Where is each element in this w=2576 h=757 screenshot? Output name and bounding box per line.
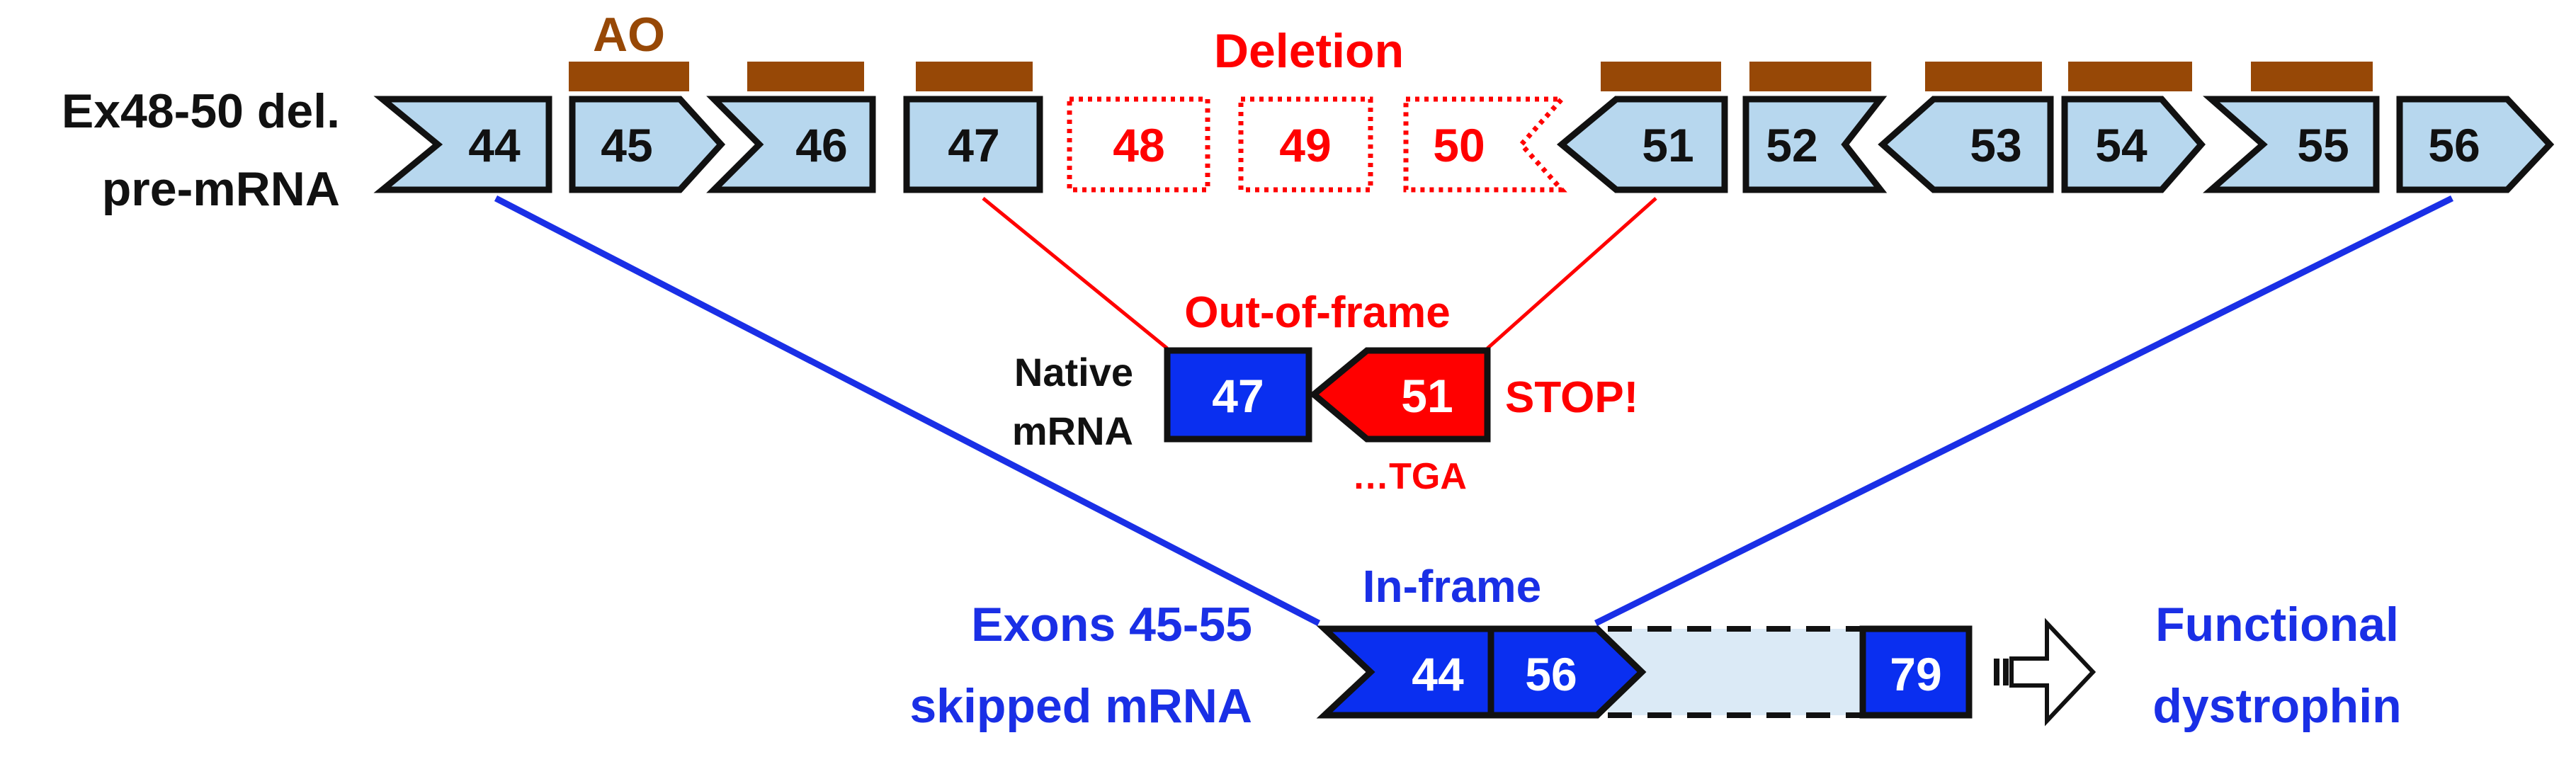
- premrna-label-line1: Ex48-50 del.: [62, 84, 340, 138]
- exon-52-shape: [1742, 96, 1888, 193]
- skipped-label-line1: Exons 45-55: [971, 598, 1252, 651]
- line-51-to-native: [1486, 197, 1657, 350]
- ao-bar-45: [569, 62, 689, 91]
- skipped-exon-79-label: 79: [1890, 648, 1941, 700]
- ao-bar-51: [1601, 62, 1721, 91]
- ao-bar-47: [916, 62, 1033, 91]
- exon-44-shape: [373, 96, 552, 193]
- exon-47-shape: [903, 96, 1043, 193]
- exon-53-shape: [1878, 96, 2054, 193]
- arrow-tail-bar-1: [1994, 659, 1999, 685]
- arrow-body: [2009, 617, 2096, 727]
- skipped-status: In-frame: [1363, 561, 1542, 612]
- line-47-to-native: [982, 197, 1169, 350]
- deleted-exons: [1067, 96, 1567, 193]
- ao-bars: [569, 62, 2373, 91]
- ao-bar-46: [747, 62, 864, 91]
- exon-50-shape: [1403, 96, 1567, 193]
- exon-48-label: 48: [1113, 119, 1164, 171]
- exon-50-label: 50: [1433, 119, 1485, 171]
- result-line1: Functional: [2155, 598, 2399, 651]
- ao-label: AO: [593, 8, 665, 62]
- exon-49-shape: [1238, 96, 1373, 193]
- translation-arrow: [1994, 617, 2096, 727]
- native-exon-51-label: 51: [1401, 370, 1453, 422]
- connector-lines: [494, 195, 2454, 627]
- native-exon-47-label: 47: [1212, 370, 1264, 422]
- exon-56-shape: [2396, 96, 2555, 193]
- exon-45-shape: [569, 96, 726, 193]
- exon-55-shape: [2203, 96, 2380, 193]
- exon-54-shape: [2061, 96, 2206, 193]
- premrna-label-line2: pre-mRNA: [102, 162, 340, 216]
- native-status: Out-of-frame: [1184, 288, 1450, 337]
- arrow-tail-bar-2: [2003, 659, 2009, 685]
- exon-51-label: 51: [1642, 119, 1693, 171]
- skipped-exon-56-shape: [1487, 625, 1647, 719]
- skipped-exon-79-shape: [1859, 625, 1973, 719]
- exon-51-shape: [1556, 96, 1728, 193]
- deletion-label: Deletion: [1214, 24, 1404, 78]
- line-44-to-skipped: [494, 195, 1321, 626]
- skipped-exon-44-label: 44: [1412, 648, 1464, 700]
- native-label-line1: Native: [1014, 350, 1133, 394]
- native-exon-47-shape: [1164, 347, 1312, 443]
- ao-bar-55: [2251, 62, 2373, 91]
- exon-46-label: 46: [795, 119, 847, 171]
- exon-47-label: 47: [948, 119, 999, 171]
- line-56-to-skipped: [1594, 195, 2454, 627]
- skipped-label-line2: skipped mRNA: [909, 679, 1252, 733]
- result-line2: dystrophin: [2152, 679, 2401, 733]
- exon-46-shape: [706, 96, 876, 193]
- skipped-exon-56-label: 56: [1525, 648, 1577, 700]
- exon-49-label: 49: [1279, 119, 1331, 171]
- stop-label: STOP!: [1505, 373, 1638, 422]
- premrna-exon-numbers: 44 45 46 47 48 49 50 51 52 53 54 55 56: [468, 119, 2480, 171]
- ao-bar-54: [2068, 62, 2192, 91]
- native-label-line2: mRNA: [1012, 409, 1133, 453]
- exon-56-label: 56: [2428, 119, 2480, 171]
- exon-45-label: 45: [601, 119, 652, 171]
- stop-codon: …TGA: [1352, 456, 1467, 497]
- exon-48-shape: [1067, 96, 1210, 193]
- exon-54-label: 54: [2095, 119, 2147, 171]
- skipped-exon-44-shape: [1316, 625, 1494, 719]
- premrna-exons: [373, 96, 2555, 193]
- ao-bar-53: [1925, 62, 2042, 91]
- exon-52-label: 52: [1766, 119, 1817, 171]
- mrna-continuation: [1608, 629, 1863, 715]
- exon-44-label: 44: [468, 119, 521, 171]
- native-exon-51-shape: [1308, 347, 1491, 443]
- ao-bar-52: [1749, 62, 1871, 91]
- exon-55-label: 55: [2297, 119, 2349, 171]
- exon-53-label: 53: [1970, 119, 2021, 171]
